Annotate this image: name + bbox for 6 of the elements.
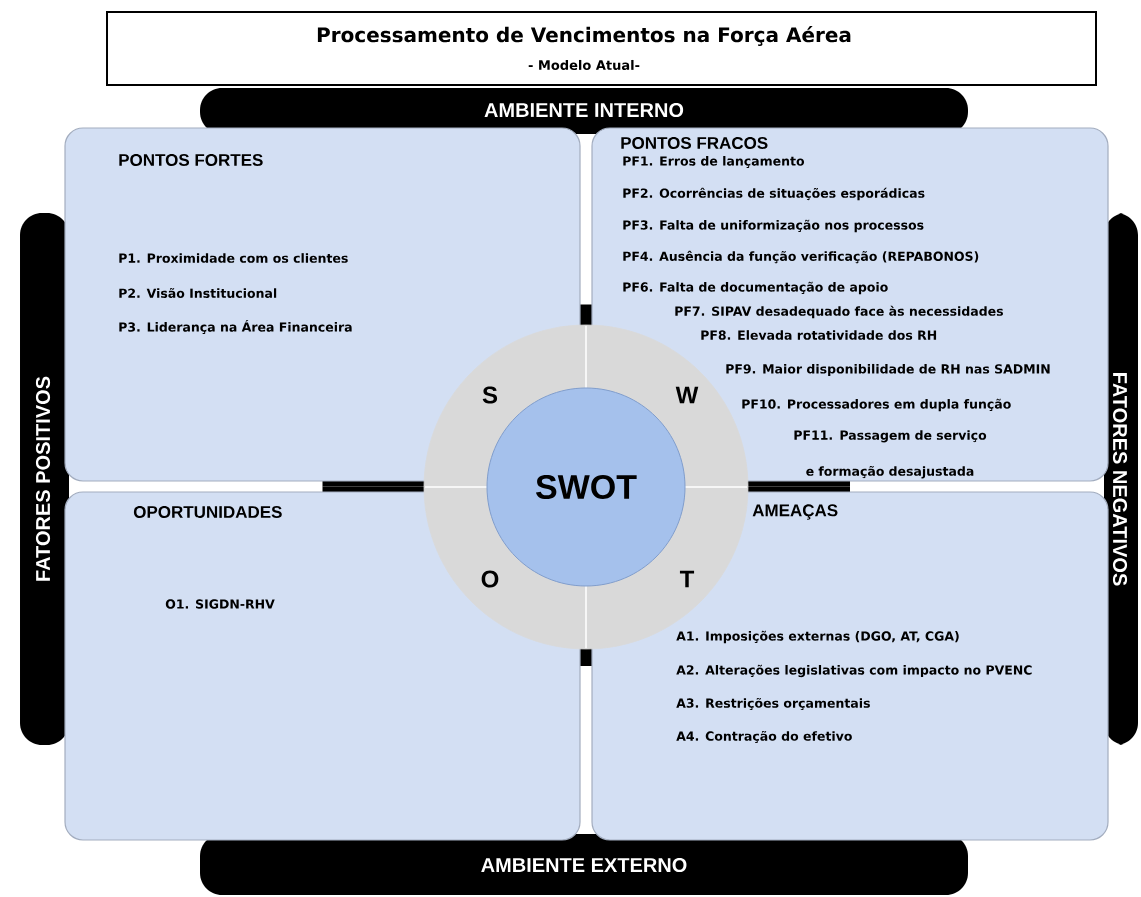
band-label: FATORES POSITIVOS — [35, 376, 51, 581]
title: Processamento de Vencimentos na Força Aérea — [317, 26, 851, 46]
subtitle: - Modelo Atual- — [528, 59, 640, 71]
band-label: AMBIENTE INTERNO — [484, 102, 684, 118]
band-label: AMBIENTE EXTERNO — [481, 857, 687, 873]
band-label: FATORES NEGATIVOS — [1112, 373, 1128, 586]
